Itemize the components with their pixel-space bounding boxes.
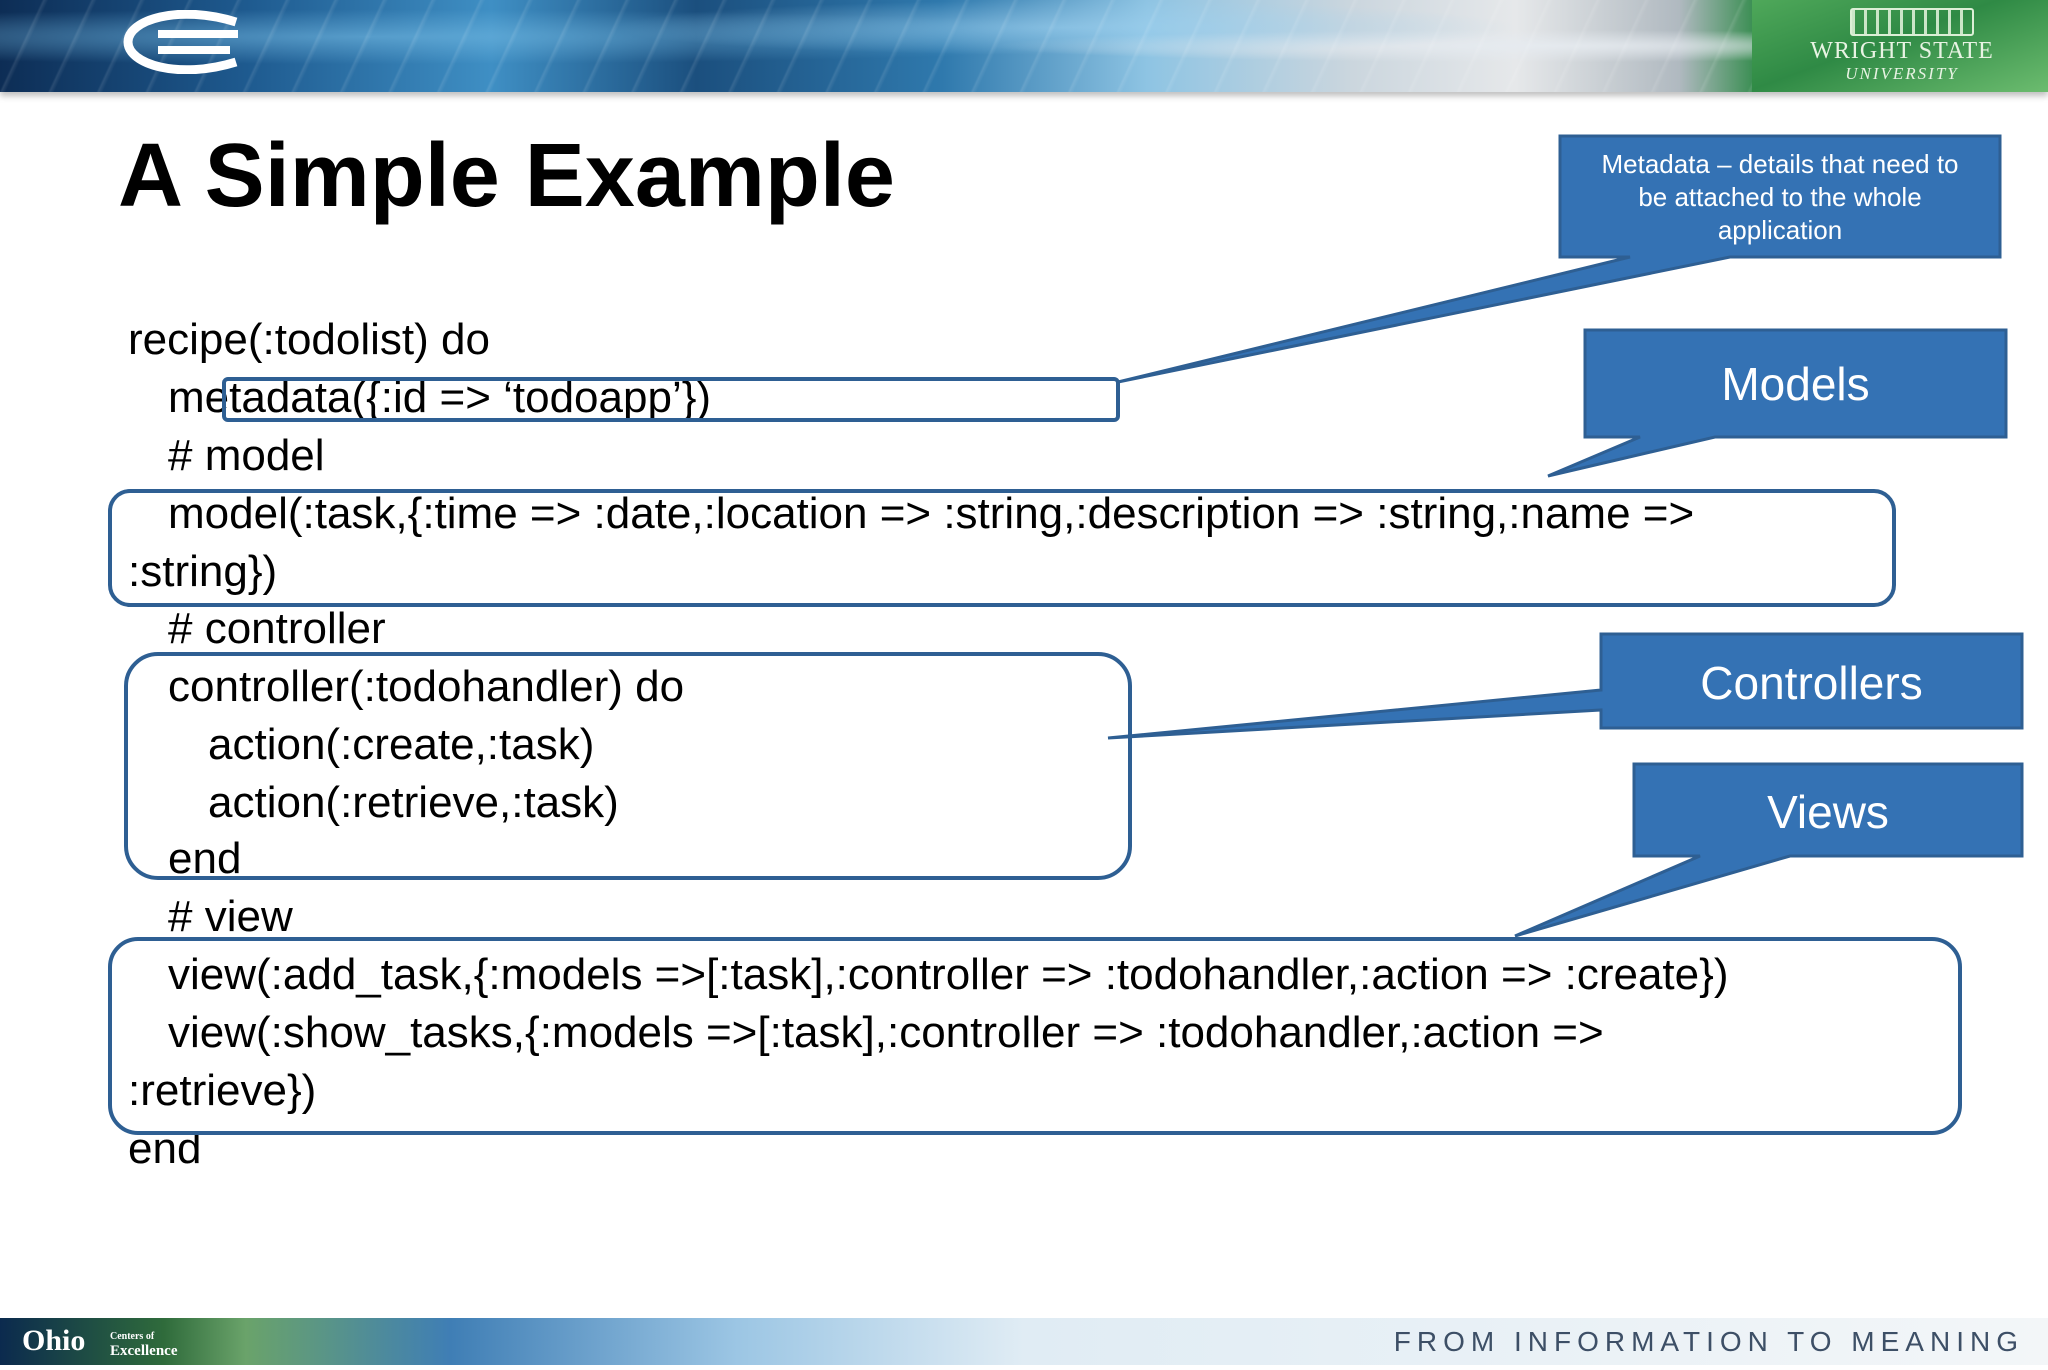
footer-slogan: FROM INFORMATION TO MEANING bbox=[1393, 1326, 2024, 1357]
ohio-sub-line: Excellence bbox=[110, 1343, 178, 1359]
metadata-callout-line: application bbox=[1717, 215, 1843, 245]
view-highlight-box bbox=[108, 937, 1962, 1135]
metadata-callout-line: be attached to the whole bbox=[1638, 182, 1922, 212]
ohio-centers-of-excellence: Centers of Excellence bbox=[110, 1330, 178, 1359]
code-line: view(:show_tasks,{:models =>[:task],:con… bbox=[168, 1008, 1604, 1057]
code-line: metadata({:id => ‘todoapp’}) bbox=[168, 373, 712, 422]
footer-banner bbox=[0, 1318, 2048, 1365]
slide-title: A Simple Example bbox=[118, 126, 895, 226]
metadata-highlight-box bbox=[222, 377, 1120, 422]
code-line: action(:create,:task) bbox=[208, 720, 595, 769]
ohio-sub-line: Centers of bbox=[110, 1331, 155, 1342]
university-name: WRIGHT STATE bbox=[1810, 38, 1994, 64]
university-subtitle: UNIVERSITY bbox=[1845, 64, 1959, 83]
code-line: # view bbox=[168, 892, 293, 941]
code-line: controller(:todohandler) do bbox=[168, 662, 685, 711]
controller-highlight-box bbox=[124, 652, 1132, 880]
code-line: action(:retrieve,:task) bbox=[208, 778, 619, 827]
header-decoration bbox=[0, 0, 2048, 92]
metadata-callout-line: Metadata – details that need to bbox=[1601, 149, 1959, 179]
code-line: model(:task,{:time => :date,:location =>… bbox=[168, 489, 1695, 538]
code-line: end bbox=[168, 834, 242, 883]
models-callout-label: Models bbox=[1721, 358, 1870, 410]
code-line: view(:add_task,{:models =>[:task],:contr… bbox=[168, 950, 1729, 999]
metadata-callout-text: Metadata – details that need to be attac… bbox=[1560, 148, 2000, 247]
university-building-icon bbox=[1850, 8, 1974, 36]
code-line: :retrieve}) bbox=[128, 1066, 317, 1115]
views-callout-label: Views bbox=[1767, 786, 1889, 838]
code-line: recipe(:todolist) do bbox=[128, 315, 490, 364]
code-line: # model bbox=[168, 431, 325, 480]
header-banner bbox=[0, 0, 2048, 92]
model-highlight-box bbox=[108, 489, 1896, 607]
code-line: # controller bbox=[168, 604, 386, 653]
controllers-callout-label: Controllers bbox=[1700, 657, 1923, 709]
ohio-logo: Ohio bbox=[22, 1324, 86, 1357]
e-logo-icon bbox=[118, 9, 258, 75]
code-line: :string}) bbox=[128, 547, 278, 596]
